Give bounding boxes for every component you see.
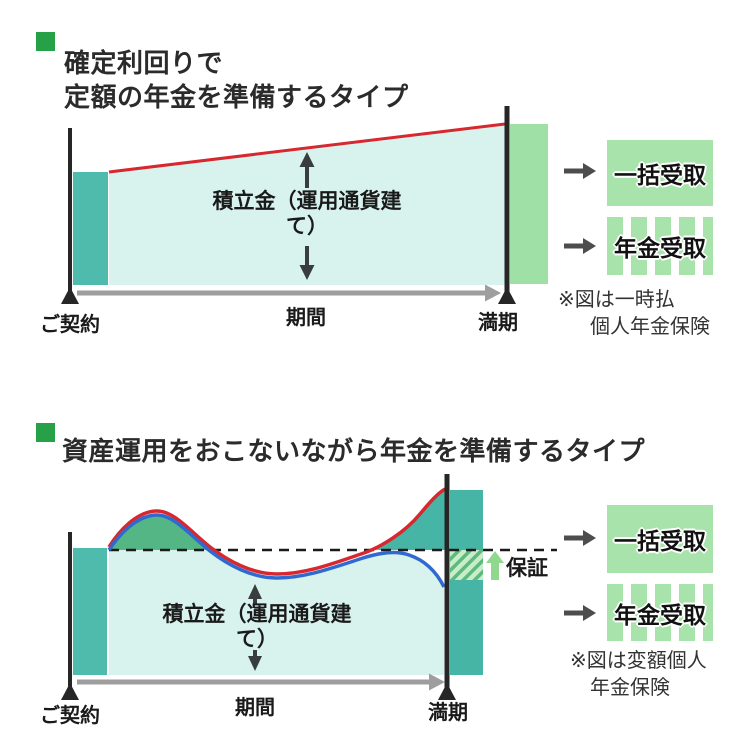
section2-bullet-icon xyxy=(36,423,55,442)
savings-label-line: （運用通貨建て） xyxy=(275,190,402,238)
range-arrow-down-icon xyxy=(299,265,315,280)
savings-label: 積立金（運用通貨建て） xyxy=(197,190,417,240)
variable-annuity-diagram xyxy=(61,474,596,700)
annuity-payout-box: 年金受取 xyxy=(607,584,713,641)
lump-sum-payout-box: 一括受取 xyxy=(607,505,713,573)
diagram-note: ※図は一時払個人年金保険 xyxy=(558,287,710,341)
guarantee-up-arrow-icon xyxy=(486,551,504,563)
diagram-note: ※図は変額個人年金保険 xyxy=(570,648,707,702)
section1-bullet-icon xyxy=(36,32,55,51)
contract-axis-pointer-icon xyxy=(61,683,79,700)
period-arrow-head-icon xyxy=(429,673,445,691)
accumulation-area xyxy=(109,550,444,675)
note-line: ※図は変額個人 xyxy=(570,650,707,672)
section1-title: 確定利回りで定額の年金を準備するタイプ xyxy=(64,46,409,115)
fixed-yield-line xyxy=(108,122,506,174)
maturity-axis-pointer-icon xyxy=(438,683,456,700)
flow-arrow-icon xyxy=(583,238,596,254)
contract-label: ご契約 xyxy=(40,705,100,727)
note-line: 年金保険 xyxy=(590,677,670,699)
period-label: 期間 xyxy=(235,697,275,719)
note-line: ※図は一時払 xyxy=(558,289,675,311)
lump-sum-label: 一括受取 xyxy=(614,528,706,554)
note-line: 個人年金保険 xyxy=(590,316,710,338)
maturity-value-bar xyxy=(510,124,548,284)
flow-arrow-icon xyxy=(583,530,596,546)
lump-sum-payout-box: 一括受取 xyxy=(607,140,713,206)
maturity-axis-pointer-icon xyxy=(498,287,516,304)
excess-return-area xyxy=(376,489,445,550)
maturity-label: 満期 xyxy=(478,312,518,334)
guarantee-label: 保証 xyxy=(506,557,548,580)
period-arrow-head-icon xyxy=(485,284,501,302)
fixed-yield-diagram xyxy=(61,106,596,304)
guarantee-hatch-band xyxy=(450,550,483,580)
performance-line-red xyxy=(107,487,446,576)
title-line: 確定利回りで xyxy=(64,47,224,78)
guarantee-up-arrow-stem xyxy=(491,563,499,580)
savings-label-line: 積立金 xyxy=(212,190,276,213)
annuity-label: 年金受取 xyxy=(614,235,706,261)
range-arrow-down-icon xyxy=(248,656,262,671)
maturity-label: 満期 xyxy=(428,702,468,724)
accumulation-line-blue xyxy=(107,513,446,588)
lump-sum-label: 一括受取 xyxy=(614,162,706,188)
accumulation-area xyxy=(109,125,505,285)
flow-arrow-icon xyxy=(583,605,596,621)
period-label: 期間 xyxy=(286,307,326,329)
savings-label-line: （運用通貨建て） xyxy=(225,603,352,651)
contract-label: ご契約 xyxy=(40,314,100,336)
maturity-value-bar xyxy=(450,490,483,675)
annuity-payout-box: 年金受取 xyxy=(607,217,713,275)
savings-label-line: 積立金 xyxy=(162,603,226,626)
annuity-label: 年金受取 xyxy=(614,601,706,628)
range-arrow-up-icon xyxy=(248,584,262,599)
premium-bar xyxy=(73,172,108,285)
title-line: 定額の年金を準備するタイプ xyxy=(64,81,409,112)
title-line: 資産運用をおこないながら年金を準備するタイプ xyxy=(62,435,646,466)
section2-title: 資産運用をおこないながら年金を準備するタイプ xyxy=(62,434,645,468)
savings-label: 積立金（運用通貨建て） xyxy=(147,603,367,653)
contract-axis-pointer-icon xyxy=(61,287,79,304)
premium-bar xyxy=(73,548,107,675)
range-arrow-up-icon xyxy=(299,152,315,167)
flow-arrow-icon xyxy=(583,163,596,179)
